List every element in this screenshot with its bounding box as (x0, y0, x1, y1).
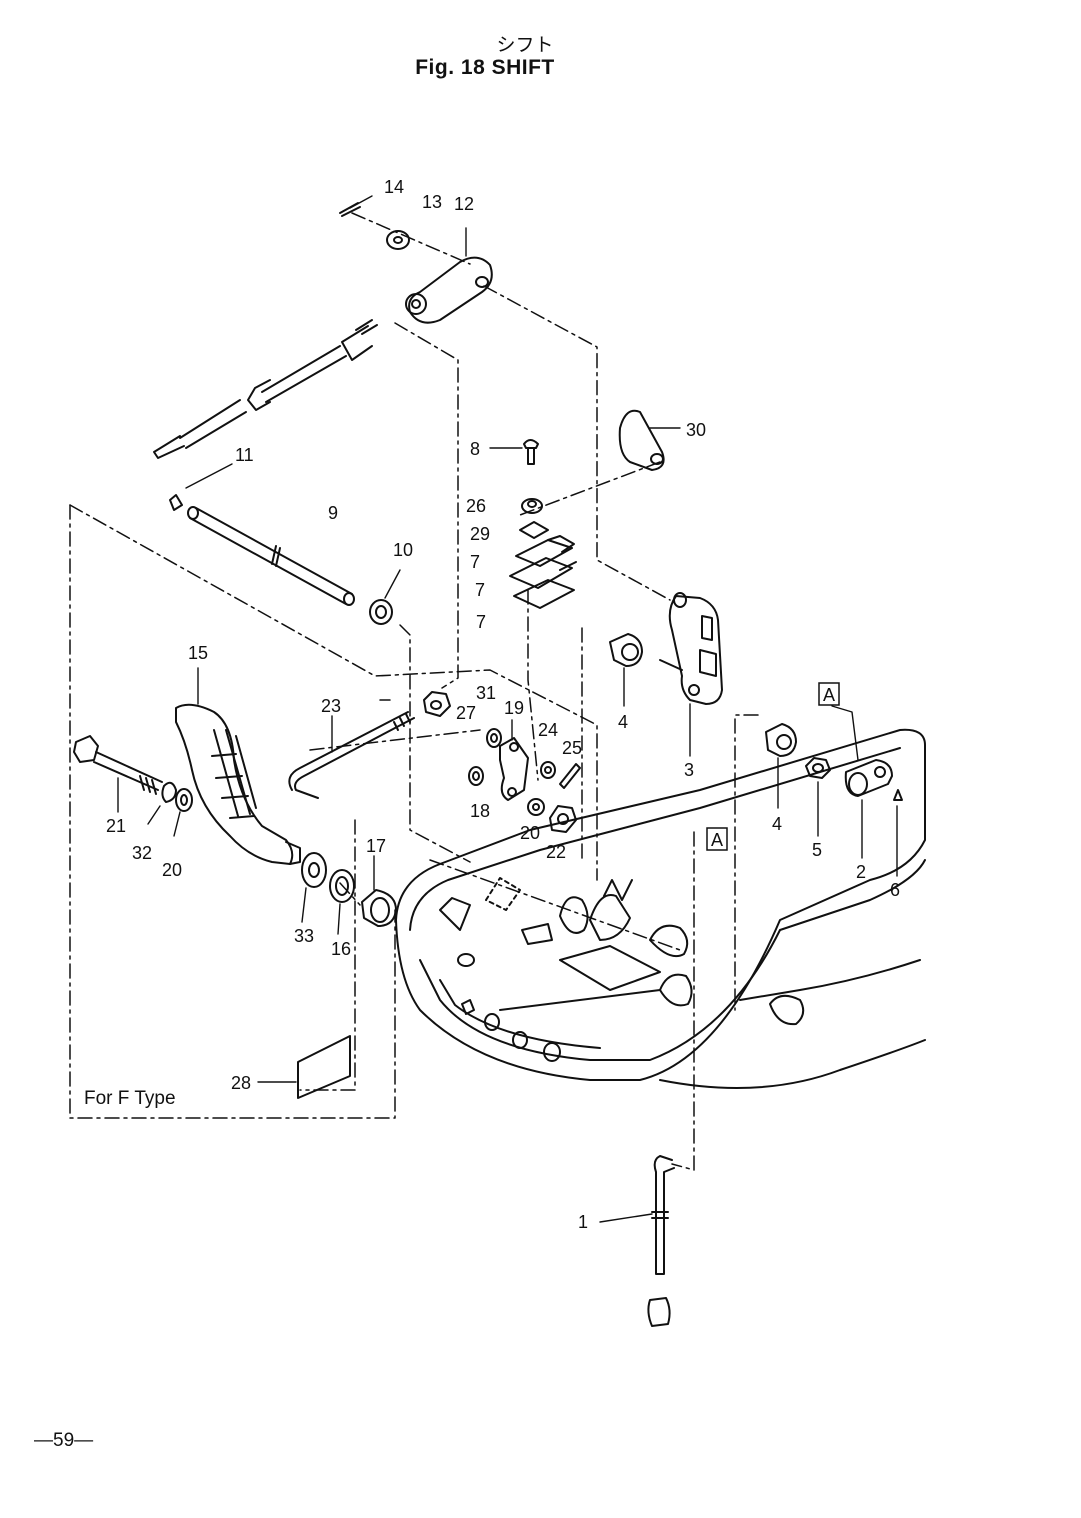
callout-21: 21 (106, 816, 126, 836)
callout-4b: 4 (772, 814, 782, 834)
nut-27 (423, 691, 451, 717)
callout-25: 25 (562, 738, 582, 758)
callout-17: 17 (366, 836, 386, 856)
callout-18: 18 (470, 801, 490, 821)
detent-plate-19 (499, 719, 529, 801)
variant-note: For F Type (84, 1088, 176, 1109)
callout-31: 31 (476, 683, 496, 703)
shift-handle-15 (175, 667, 301, 865)
callout-13: 13 (422, 192, 442, 212)
cotter-pin-14 (339, 195, 373, 217)
washer-24 (540, 761, 556, 779)
section-marker-a-upper: A (818, 682, 840, 706)
callout-7b: 7 (475, 580, 485, 600)
callout-8: 8 (470, 439, 480, 459)
callout-labels: 14 13 12 30 8 11 26 9 29 10 7 7 7 15 31 … (84, 177, 900, 1232)
shift-link-12 (405, 227, 493, 324)
grommet-30 (618, 409, 681, 471)
callout-20a: 20 (162, 860, 182, 880)
callout-28: 28 (231, 1073, 251, 1093)
callout-7a: 7 (470, 552, 480, 572)
callout-5: 5 (812, 840, 822, 860)
callout-26: 26 (466, 496, 486, 516)
connector-2 (831, 705, 893, 859)
callout-32: 32 (132, 843, 152, 863)
callout-14: 14 (384, 177, 404, 197)
figure-title-japanese: シフト (496, 34, 554, 56)
bolt-8 (489, 439, 539, 465)
washer-13 (386, 230, 410, 250)
washer-20-right (527, 798, 545, 816)
washer-18 (468, 766, 484, 786)
pin-25 (559, 763, 581, 789)
callout-12: 12 (454, 194, 474, 214)
callout-27: 27 (456, 703, 476, 723)
nut-22 (549, 805, 577, 833)
bottom-cowling (395, 728, 926, 1089)
assembly-guide-lines (69, 212, 759, 1171)
shift-rod-1 (599, 1155, 675, 1327)
spring-washer-32 (147, 781, 177, 825)
washer-31 (486, 728, 502, 748)
figure-title: Fig. 18 SHIFT (415, 56, 555, 79)
section-marker-label: A (823, 685, 835, 705)
callout-10: 10 (393, 540, 413, 560)
bolt-21 (73, 735, 163, 813)
callout-2: 2 (856, 862, 866, 882)
plate-29 (519, 521, 549, 539)
callout-6: 6 (890, 880, 900, 900)
callout-16: 16 (331, 939, 351, 959)
callout-19: 19 (504, 698, 524, 718)
callout-29: 29 (470, 524, 490, 544)
shift-shaft-9 (187, 506, 355, 606)
clip-6 (893, 789, 903, 877)
rod-23 (288, 711, 415, 799)
section-marker-label: A (711, 830, 723, 850)
washer-10 (369, 569, 401, 625)
callout-23: 23 (321, 696, 341, 716)
callout-11: 11 (235, 445, 254, 465)
callout-20b: 20 (520, 823, 540, 843)
washer-16 (329, 869, 355, 935)
washer-26 (521, 498, 543, 514)
detent-plates-7 (509, 535, 577, 609)
shift-cable (153, 319, 378, 459)
callout-22: 22 (546, 842, 566, 862)
callout-30: 30 (686, 420, 706, 440)
callout-33: 33 (294, 926, 314, 946)
washer-20-left (173, 788, 193, 837)
callout-1: 1 (578, 1212, 588, 1232)
callout-24: 24 (538, 720, 558, 740)
callout-3: 3 (684, 760, 694, 780)
callout-9: 9 (328, 503, 338, 523)
shift-lever-3 (659, 592, 723, 757)
section-marker-a-lower: A (706, 827, 728, 851)
page-number: —59— (34, 1430, 94, 1451)
washer-33 (301, 852, 327, 923)
callout-7c: 7 (476, 612, 486, 632)
callout-15: 15 (188, 643, 208, 663)
clip-11 (169, 463, 233, 511)
callout-4a: 4 (618, 712, 628, 732)
collar-17 (361, 855, 397, 927)
label-plate-28 (257, 1035, 351, 1099)
bushing-4-upper (609, 633, 643, 707)
